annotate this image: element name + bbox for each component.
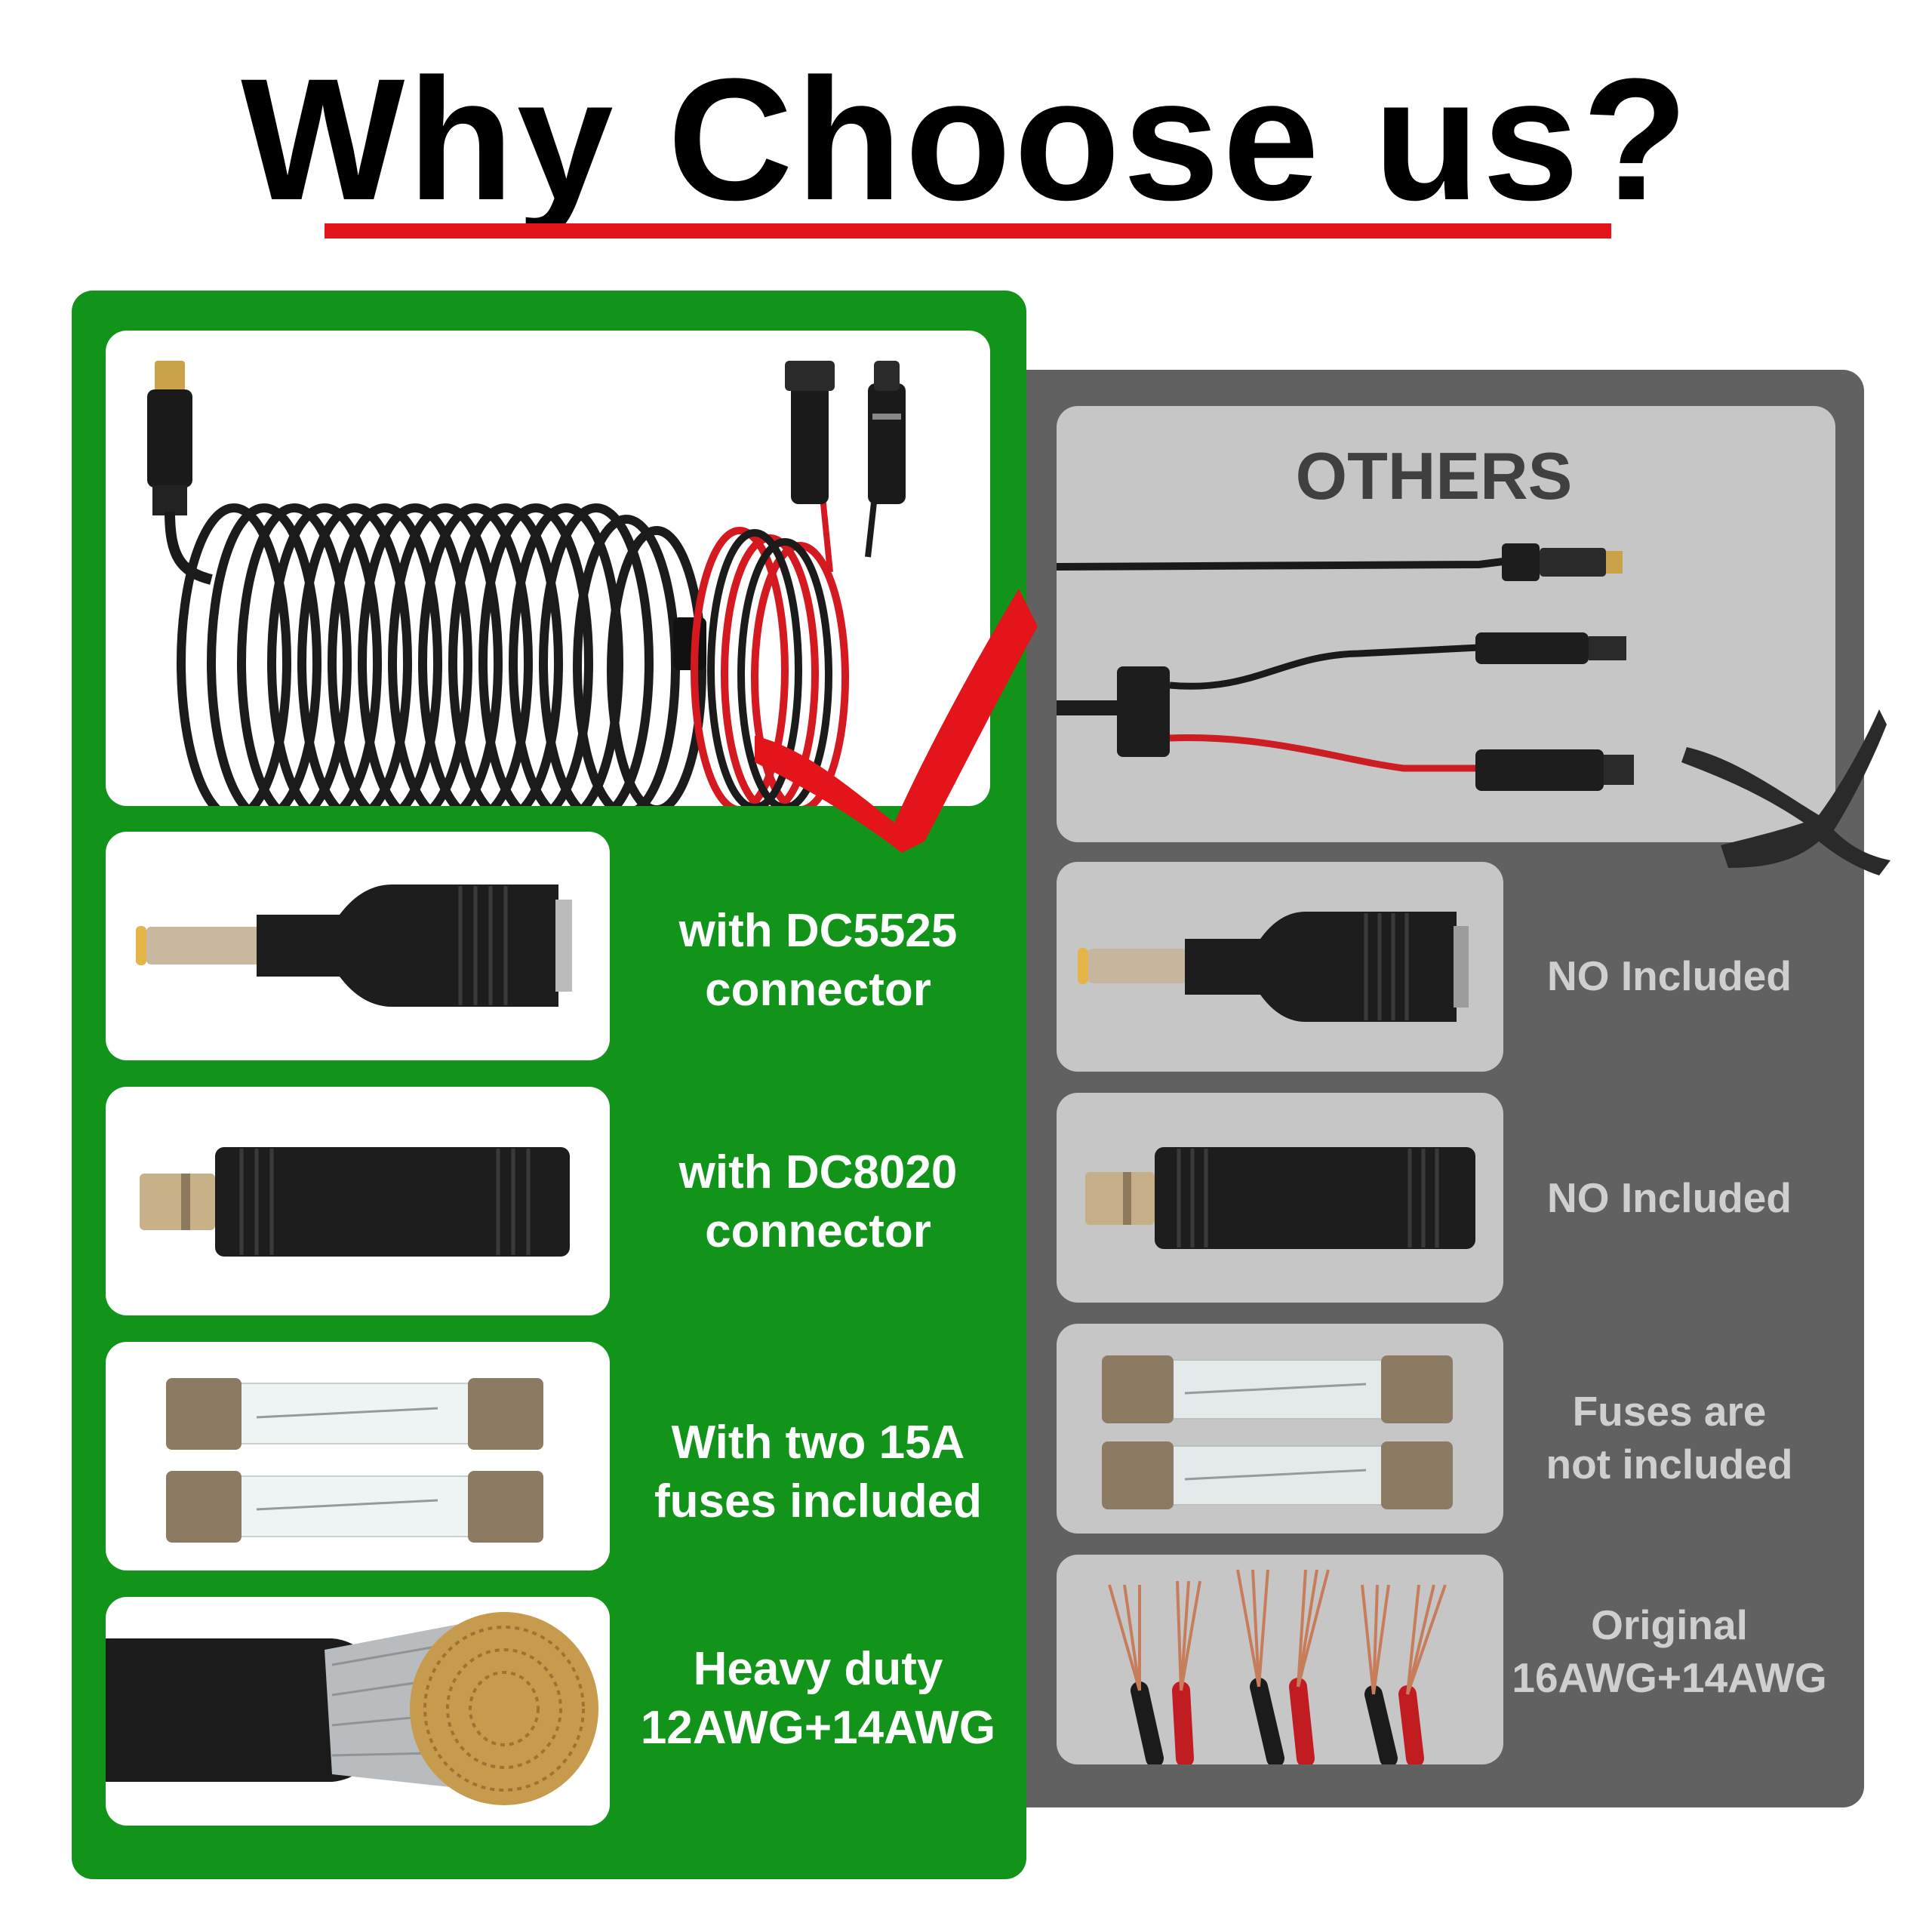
dc8020-connector-icon: [140, 1147, 570, 1257]
others-dc5525-card: [1057, 862, 1503, 1072]
dc5525-connector-icon: [1078, 912, 1469, 1022]
dc5525-connector-icon: [136, 884, 572, 1007]
others-fuses-label: Fuses are not included: [1546, 1388, 1793, 1487]
others-wires-card: [1057, 1555, 1503, 1764]
others-wires-label: Original 16AWG+14AWG: [1512, 1601, 1827, 1701]
ours-dc5525-label: with DC5525 connector: [678, 905, 958, 1016]
others-title: OTHERS: [1295, 438, 1573, 513]
fuses-icon: [1102, 1355, 1453, 1509]
others-dc8020-label: NO Included: [1547, 1174, 1792, 1221]
others-dc8020-card: [1057, 1093, 1503, 1303]
dc8020-connector-icon: [1085, 1147, 1475, 1249]
ours-cable-label: Heavy duty 12AWG+14AWG: [640, 1643, 996, 1754]
ours-dc8020-label: with DC8020 connector: [678, 1146, 958, 1257]
coiled-cable-image: [147, 361, 906, 806]
cable-cross-section-icon: [106, 1612, 598, 1805]
title-underline: [325, 223, 1611, 238]
ours-dc8020-card: [106, 1087, 610, 1315]
others-dc5525-label: NO Included: [1547, 952, 1792, 999]
fuses-icon: [166, 1378, 543, 1543]
ours-fuses-card: [106, 1342, 610, 1571]
coiled-cable-card: [106, 331, 990, 806]
others-fuses-card: [1057, 1324, 1503, 1534]
ours-cable-card: [106, 1597, 610, 1826]
page-title: Why Choose us?: [241, 42, 1691, 236]
ours-fuses-label: With two 15A fuses included: [654, 1417, 983, 1527]
ours-dc5525-card: [106, 832, 610, 1060]
others-cable-image: [1057, 543, 1634, 791]
wires-icon: [1108, 1569, 1447, 1764]
